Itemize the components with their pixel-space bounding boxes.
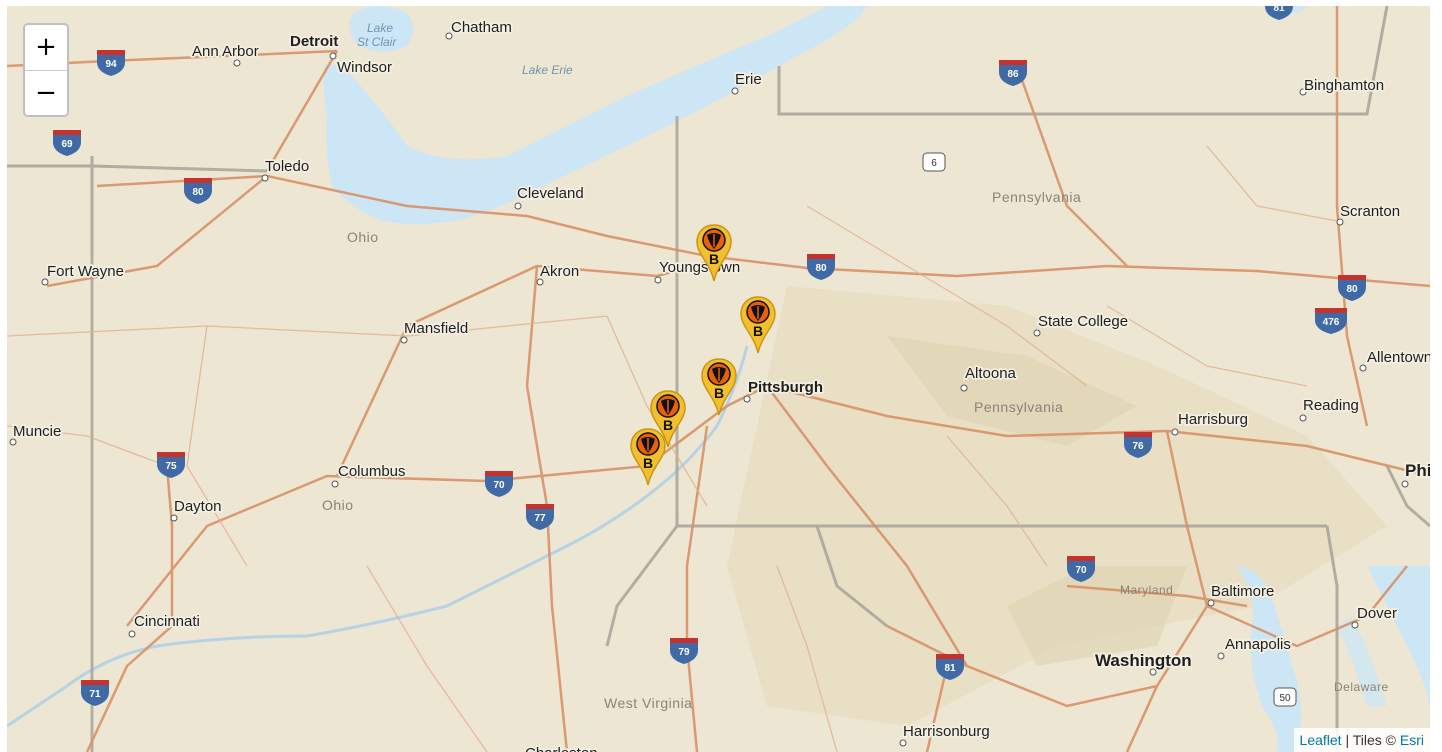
city-label: Reading bbox=[1303, 397, 1359, 414]
map-marker[interactable]: B bbox=[649, 389, 687, 449]
marker-label: B bbox=[642, 455, 654, 471]
city-label: Altoona bbox=[965, 365, 1017, 382]
svg-text:69: 69 bbox=[61, 139, 73, 150]
orange-shield-pin-icon bbox=[630, 428, 666, 486]
svg-text:71: 71 bbox=[89, 689, 101, 700]
city-label: Dover bbox=[1357, 605, 1397, 622]
city-label: Cleveland bbox=[517, 185, 584, 202]
map-marker[interactable]: B bbox=[739, 295, 777, 355]
attribution-text: | Tiles © bbox=[1341, 732, 1400, 748]
water-label: Lake Erie bbox=[522, 63, 573, 77]
svg-text:Maryland: Maryland bbox=[1120, 583, 1173, 597]
svg-text:Pennsylvania: Pennsylvania bbox=[992, 189, 1081, 205]
svg-text:81: 81 bbox=[1273, 6, 1285, 14]
svg-text:70: 70 bbox=[1075, 565, 1087, 576]
svg-text:50: 50 bbox=[1279, 693, 1291, 704]
city-label: Scranton bbox=[1340, 203, 1400, 220]
city-label: Charleston bbox=[525, 745, 598, 752]
svg-text:75: 75 bbox=[165, 461, 177, 472]
svg-text:76: 76 bbox=[1132, 441, 1144, 452]
orange-shield-pin-icon bbox=[701, 358, 737, 416]
svg-text:476: 476 bbox=[1323, 317, 1340, 328]
city-label: Toledo bbox=[265, 158, 309, 175]
marker-label: B bbox=[713, 385, 725, 401]
orange-shield-pin-icon bbox=[696, 224, 732, 282]
map-marker[interactable]: B bbox=[700, 357, 738, 417]
city-label: Windsor bbox=[337, 59, 392, 76]
water-label: Lake bbox=[367, 21, 393, 35]
map-view[interactable]: 94 86 69 80 80 80 476 75 70 77 76 70 79 … bbox=[7, 6, 1430, 752]
svg-text:80: 80 bbox=[1346, 284, 1358, 295]
svg-text:West Virginia: West Virginia bbox=[604, 695, 692, 711]
marker-label: B bbox=[662, 417, 674, 433]
svg-text:94: 94 bbox=[105, 59, 117, 70]
svg-text:Pennsylvania: Pennsylvania bbox=[974, 399, 1063, 415]
water-label: St Clair bbox=[357, 35, 397, 49]
map-marker[interactable]: B bbox=[695, 223, 733, 283]
svg-text:79: 79 bbox=[678, 647, 690, 658]
svg-text:70: 70 bbox=[493, 480, 505, 491]
city-label: Harrisonburg bbox=[903, 723, 990, 740]
orange-shield-pin-icon bbox=[650, 390, 686, 448]
svg-text:Delaware: Delaware bbox=[1334, 680, 1389, 694]
city-label: Akron bbox=[540, 263, 579, 280]
city-label: Dayton bbox=[174, 498, 222, 515]
city-label: Philadelphia bbox=[1405, 461, 1430, 480]
zoom-in-button[interactable]: + bbox=[25, 25, 67, 71]
city-label: Allentown bbox=[1367, 349, 1430, 366]
svg-text:Ohio: Ohio bbox=[322, 497, 354, 513]
svg-text:80: 80 bbox=[815, 263, 827, 274]
zoom-control: + − bbox=[23, 23, 69, 117]
svg-text:81: 81 bbox=[944, 663, 956, 674]
marker-label: B bbox=[752, 323, 764, 339]
map-attribution: Leaflet | Tiles © Esri bbox=[1293, 728, 1430, 752]
city-label: Detroit bbox=[290, 33, 338, 50]
leaflet-link[interactable]: Leaflet bbox=[1299, 732, 1342, 748]
city-label: Chatham bbox=[451, 19, 512, 36]
city-label: Binghamton bbox=[1304, 77, 1384, 94]
orange-shield-pin-icon bbox=[740, 296, 776, 354]
svg-text:86: 86 bbox=[1007, 69, 1019, 80]
marker-label: B bbox=[708, 251, 720, 267]
city-label: Ann Arbor bbox=[192, 43, 259, 60]
city-label: Cincinnati bbox=[134, 613, 200, 630]
svg-text:6: 6 bbox=[931, 158, 937, 169]
map-marker[interactable]: B bbox=[629, 427, 667, 487]
svg-text:Ohio: Ohio bbox=[347, 229, 379, 245]
esri-link[interactable]: Esri bbox=[1399, 732, 1424, 748]
svg-text:80: 80 bbox=[192, 187, 204, 198]
svg-text:77: 77 bbox=[534, 513, 546, 524]
basemap-tiles: 94 86 69 80 80 80 476 75 70 77 76 70 79 … bbox=[7, 6, 1430, 752]
city-label: Washington bbox=[1095, 651, 1192, 670]
city-label: Annapolis bbox=[1225, 636, 1291, 653]
city-label: Harrisburg bbox=[1178, 411, 1248, 428]
city-label: Muncie bbox=[13, 423, 61, 440]
city-label: State College bbox=[1038, 313, 1128, 330]
city-label: Mansfield bbox=[404, 320, 468, 337]
zoom-out-button[interactable]: − bbox=[25, 71, 67, 115]
city-label: Columbus bbox=[338, 463, 406, 480]
city-label: Fort Wayne bbox=[47, 263, 124, 280]
city-label: Baltimore bbox=[1211, 583, 1274, 600]
city-label: Pittsburgh bbox=[748, 379, 823, 396]
city-label: Erie bbox=[735, 71, 762, 88]
